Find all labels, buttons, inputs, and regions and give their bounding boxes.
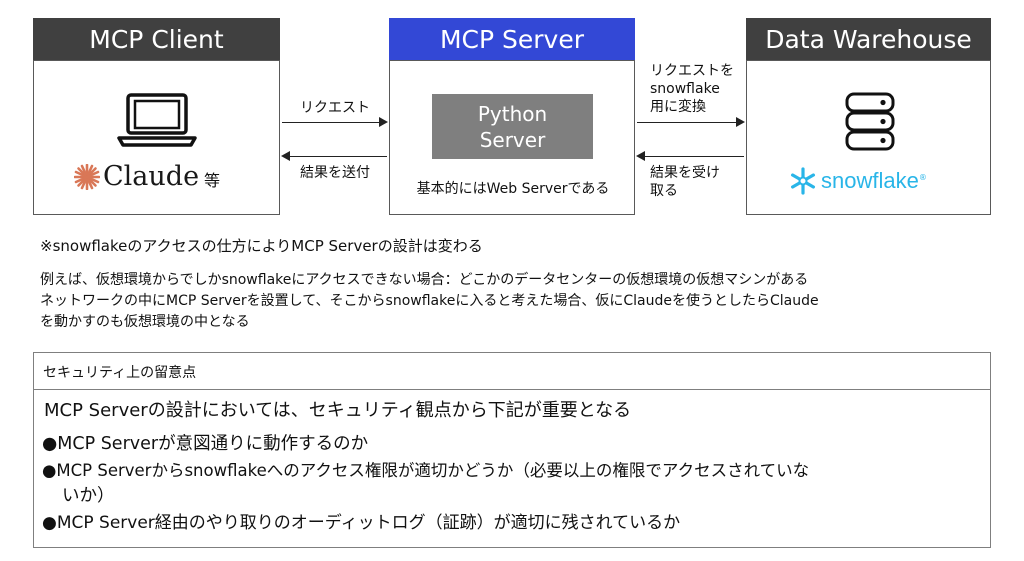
claude-logo: Claude 等: [74, 161, 220, 192]
server-caption: 基本的にはWeb Serverである: [416, 181, 610, 197]
note-line-1: ※snowflakeのアクセスの仕方によりMCP Serverの設計は変わる: [40, 237, 483, 255]
warehouse-header: Data Warehouse: [746, 18, 991, 60]
receive-label-2: 取る: [650, 183, 678, 199]
laptop-icon: [117, 93, 197, 147]
claude-starburst-icon: [74, 163, 100, 190]
claude-wordmark: Claude: [103, 161, 200, 192]
security-bullet-1: ●MCP Serverが意図通りに動作するのか: [42, 434, 369, 454]
warehouse-title: Data Warehouse: [765, 24, 972, 54]
convert-label-3: 用に変換: [650, 99, 706, 115]
security-content-box: MCP Serverの設計においては、セキュリティ観点から下記が重要となる ●M…: [33, 390, 991, 548]
note-line-4: を動かすのも仮想環境の中となる: [40, 314, 250, 330]
convert-arrow: [637, 117, 745, 127]
server-header: MCP Server: [389, 18, 635, 60]
send-result-arrow: [281, 151, 387, 161]
security-bullet-2-cont: いか）: [62, 486, 115, 506]
python-label: Python: [477, 101, 548, 126]
server-box: Python Server 基本的にはWeb Serverである: [389, 60, 635, 215]
receive-label-1: 結果を受け: [650, 165, 720, 181]
database-icon: [845, 92, 895, 151]
security-heading: セキュリティ上の留意点: [43, 365, 197, 381]
security-bullet-2: ●MCP Serverからsnowflakeへのアクセス権限が適切かどうか（必要…: [42, 461, 810, 480]
client-box: Claude 等: [33, 60, 280, 215]
server-label: Server: [479, 127, 546, 152]
convert-label-1: リクエストを: [650, 63, 734, 79]
convert-label-2: snowflake: [650, 81, 720, 97]
snowflake-icon: [790, 167, 815, 195]
request-arrow: [282, 117, 388, 127]
convert-label: リクエストを snowflake 用に変換: [650, 62, 740, 116]
client-suffix: 等: [204, 170, 221, 190]
server-title: MCP Server: [439, 24, 585, 54]
security-intro: MCP Serverの設計においては、セキュリティ観点から下記が重要となる: [44, 400, 632, 421]
receive-label: 結果を受け 取る: [650, 164, 740, 200]
warehouse-box: snowflake ®: [746, 60, 991, 215]
note-line-3: ネットワークの中にMCP Serverを設置して、そこからsnowflakeに入…: [40, 293, 819, 309]
python-server-box: Python Server: [432, 94, 593, 159]
receive-arrow: [636, 151, 744, 161]
note-line-2: 例えば、仮想環境からでしかsnowflakeにアクセスできない場合：どこかのデー…: [40, 272, 809, 288]
snowflake-wordmark: snowflake: [821, 168, 919, 193]
send-result-label: 結果を送付: [300, 165, 370, 181]
client-title: MCP Client: [89, 24, 224, 54]
client-header: MCP Client: [33, 18, 280, 60]
security-heading-box: セキュリティ上の留意点: [33, 352, 991, 390]
registered-mark: ®: [918, 172, 927, 182]
request-label: リクエスト: [300, 100, 370, 116]
security-bullet-3: ●MCP Server経由のやり取りのオーディットログ（証跡）が適切に残されてい…: [42, 513, 681, 533]
snowflake-logo: snowflake ®: [789, 167, 927, 195]
